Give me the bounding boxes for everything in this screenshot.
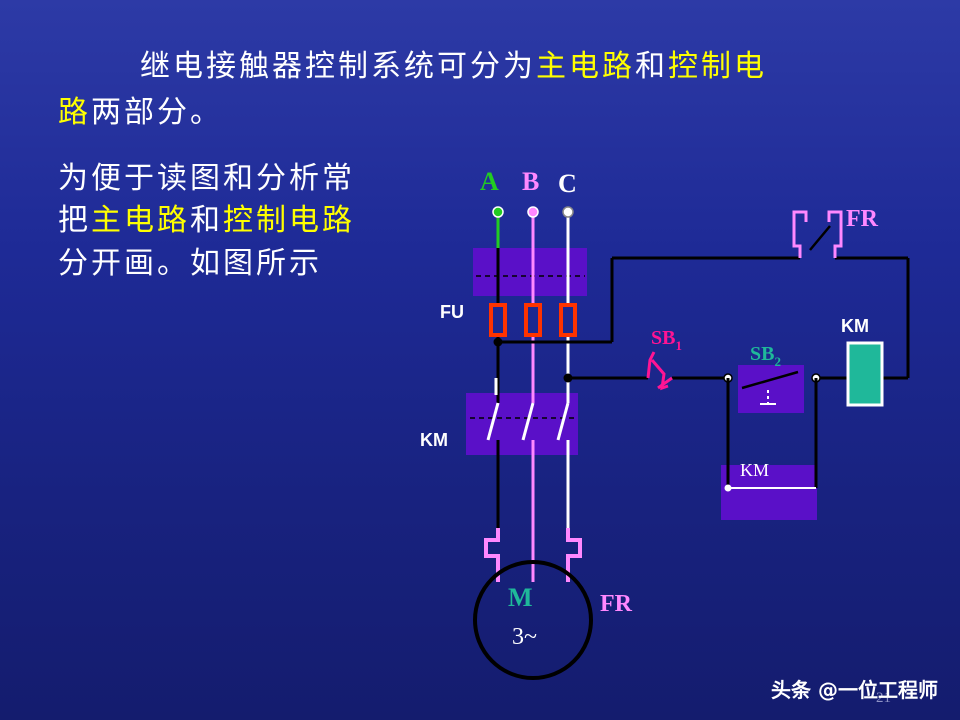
motor-icon (473, 560, 593, 680)
km-aux-terminal (724, 484, 732, 492)
fuse-c-icon (559, 303, 577, 337)
intro-text-end: 两部分。 (91, 95, 223, 130)
sb2-label-sub: 2 (774, 354, 781, 369)
highlight-control-circuit: 控制电 (668, 49, 767, 84)
fr-contact-icon (792, 210, 843, 258)
intro-text-and: 和 (635, 49, 668, 84)
side-highlight-main-circuit: 主电路 (91, 203, 190, 238)
phase-b-label: B (522, 167, 539, 196)
sb2-label-text: SB (750, 343, 774, 365)
intro-line-1: 继电接触器控制系统可分为主电路和控制电 (140, 48, 767, 86)
highlight-control-circuit-end: 路 (58, 95, 91, 130)
km-main-label: KM (420, 430, 448, 450)
side-line-3: 分开画。如图所示 (58, 246, 322, 281)
terminal-c (562, 206, 574, 218)
km-coil-label: KM (841, 316, 869, 336)
junction-a (493, 337, 503, 347)
side-line-2: 把主电路和控制电路 (58, 202, 355, 240)
sb1-label-text: SB (651, 327, 675, 349)
fr-control-label: FR (846, 206, 879, 232)
motor-label: M (508, 583, 533, 612)
km-contact-c (556, 402, 570, 441)
junction-c (563, 373, 573, 383)
side-line-1: 为便于读图和分析常 (58, 161, 355, 196)
fr-heater-a-icon (484, 528, 500, 582)
fr-contact-blade (809, 225, 831, 251)
highlight-main-circuit: 主电路 (536, 49, 635, 84)
fuse-block (473, 248, 587, 296)
phase-a-label: A (480, 167, 499, 196)
phase-c-label: C (558, 169, 577, 198)
km-aux-label: KM (740, 460, 769, 480)
fuse-a-icon (489, 303, 507, 337)
km-contact-b (521, 402, 535, 441)
km-aux-block (721, 465, 817, 520)
fu-label: FU (440, 302, 464, 322)
terminal-b (527, 206, 539, 218)
side-highlight-control-circuit: 控制电路 (223, 203, 355, 238)
km-contact-a (486, 402, 500, 441)
page-number: 21 (876, 690, 891, 706)
side-text-and: 和 (190, 203, 223, 238)
side-text: 把 (58, 203, 91, 238)
watermark: 头条 @一位工程师 (771, 678, 938, 702)
sb2-contact-icon (741, 370, 799, 390)
sb1-label-sub: 1 (675, 338, 682, 353)
motor-phase-label: 3~ (512, 624, 537, 650)
sb1-label: SB1 (651, 327, 682, 353)
fuse-b-icon (524, 303, 542, 337)
km-coil-icon (846, 341, 884, 407)
terminal-a (492, 206, 504, 218)
fr-heater-c-icon (566, 528, 582, 582)
fr-motor-label: FR (600, 591, 633, 617)
intro-text: 继电接触器控制系统可分为 (140, 49, 536, 84)
sb2-label: SB2 (750, 343, 781, 369)
intro-line-2: 路两部分。 (58, 94, 223, 132)
km-main-block (466, 393, 578, 455)
sb1-button-icon (646, 351, 673, 391)
